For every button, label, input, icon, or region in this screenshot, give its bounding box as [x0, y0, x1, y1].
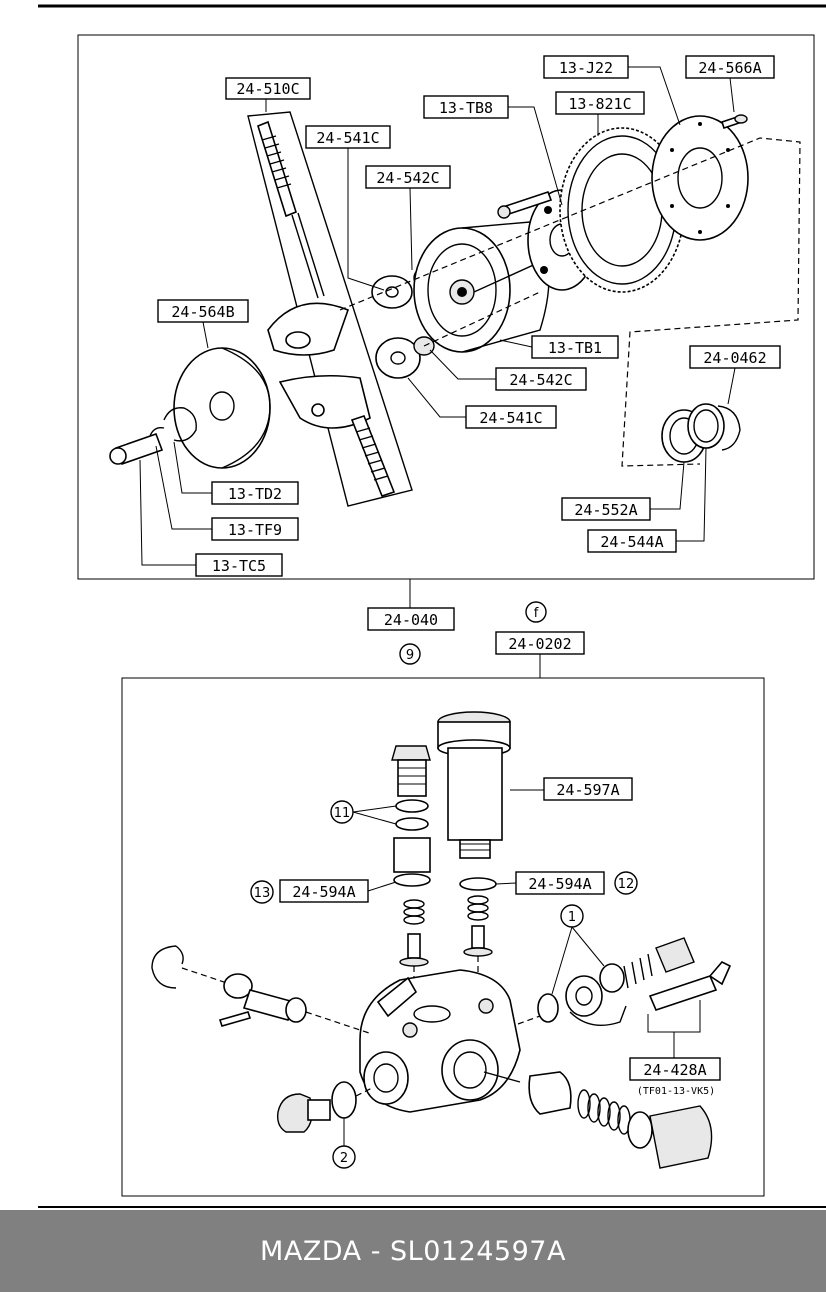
svg-text:13-TF9: 13-TF9: [228, 521, 282, 539]
svg-text:(TF01-13-VK5): (TF01-13-VK5): [637, 1086, 715, 1097]
shaft: [109, 432, 164, 466]
svg-text:9: 9: [406, 648, 414, 663]
svg-text:24-0462: 24-0462: [703, 349, 766, 367]
circlip: [163, 407, 197, 442]
cover-plate: [651, 115, 749, 241]
svg-text:24-541C: 24-541C: [316, 129, 379, 147]
snap-rings: [661, 403, 741, 463]
svg-text:13-TB8: 13-TB8: [439, 99, 493, 117]
svg-text:24-597A: 24-597A: [556, 781, 619, 799]
feed-pump-body: [359, 969, 521, 1113]
weight-disc: [173, 347, 271, 469]
callout-13: 13: [250, 880, 274, 904]
svg-text:24-510C: 24-510C: [236, 80, 299, 98]
label-13-TB1: 13-TB1: [499, 335, 619, 359]
svg-text:13-TD2: 13-TD2: [228, 485, 282, 503]
spring-seat-mid: [375, 337, 421, 379]
callout-f: f: [525, 601, 547, 623]
svg-text:24-552A: 24-552A: [574, 501, 637, 519]
svg-text:13-TB1: 13-TB1: [548, 339, 602, 357]
label-24-597A: 24-597A: [543, 777, 633, 801]
svg-text:24-544A: 24-544A: [600, 533, 663, 551]
label-24-544A: 24-544A: [587, 447, 707, 553]
parts-diagram: 24-510C 24-541C 24-542C 13-TB8 13-J22 13…: [38, 4, 826, 1208]
label-24-541C-top: 24-541C: [305, 125, 391, 291]
callout-12: 12: [614, 871, 638, 895]
label-24-552A: 24-552A: [561, 461, 685, 521]
pump-spring-assembly: [459, 877, 497, 957]
label-24-541C-mid: 24-541C: [407, 377, 557, 429]
svg-text:24-566A: 24-566A: [698, 59, 761, 77]
svg-text:24-040: 24-040: [384, 611, 438, 629]
banjo-assembly: [537, 937, 732, 1026]
label-13-TC5: 13-TC5: [139, 459, 283, 577]
svg-text:11: 11: [334, 806, 351, 821]
left-circlip: [151, 945, 184, 989]
svg-text:13-821C: 13-821C: [568, 95, 631, 113]
svg-text:24-541C: 24-541C: [479, 409, 542, 427]
spring-seat-top: [371, 275, 413, 309]
label-24-428A: 24-428A (TF01-13-VK5): [629, 1000, 721, 1097]
drain-plug: [276, 1081, 357, 1133]
label-13-TD2: 13-TD2: [173, 441, 299, 505]
label-24-542C-top: 24-542C: [365, 165, 451, 271]
callout-9: 9: [399, 643, 421, 665]
svg-text:24-594A: 24-594A: [292, 883, 355, 901]
svg-text:24-594A: 24-594A: [528, 875, 591, 893]
svg-text:24-542C: 24-542C: [376, 169, 439, 187]
label-13-TF9: 13-TF9: [155, 445, 299, 541]
governor-weight-assembly: [247, 111, 413, 507]
label-24-510C: 24-510C: [225, 77, 311, 112]
svg-text:1: 1: [568, 910, 576, 925]
callout-2: 2: [332, 1118, 356, 1169]
label-13-J22: 13-J22: [543, 55, 681, 126]
svg-text:13: 13: [254, 886, 271, 901]
svg-text:13-TC5: 13-TC5: [212, 557, 266, 575]
svg-text:24-564B: 24-564B: [171, 303, 234, 321]
relief-valve: [528, 1071, 713, 1169]
label-24-594A-left: 24-594A: [279, 879, 397, 903]
callout-11: 11: [330, 800, 397, 825]
label-24-594A-right: 24-594A: [495, 871, 605, 895]
svg-text:24-428A: 24-428A: [643, 1061, 706, 1079]
lower-assembly-frame: [121, 677, 765, 1197]
svg-text:2: 2: [340, 1151, 348, 1166]
label-24-040: 24-040: [367, 607, 455, 631]
svg-text:f: f: [534, 606, 539, 621]
footer-part-number: SL0124597A: [390, 1235, 566, 1267]
svg-text:24-542C: 24-542C: [509, 371, 572, 389]
callout-1: 1: [551, 904, 605, 995]
footer-bar: MAZDA - SL0124597A: [0, 1210, 826, 1292]
svg-text:24-0202: 24-0202: [508, 635, 571, 653]
priming-pump: [437, 711, 544, 859]
upper-assembly-frame: [77, 34, 815, 580]
assembly-axis: [339, 137, 801, 467]
valve-rod: [483, 1071, 521, 1083]
footer-separator: -: [361, 1235, 391, 1267]
ring: [149, 426, 165, 437]
svg-text:13-J22: 13-J22: [559, 59, 613, 77]
label-24-0462: 24-0462: [689, 345, 781, 405]
label-13-821C: 13-821C: [555, 91, 645, 136]
footer-brand: MAZDA: [260, 1235, 362, 1267]
label-13-TB8: 13-TB8: [423, 95, 563, 206]
label-24-542C-mid: 24-542C: [429, 349, 587, 391]
footer-caption: MAZDA - SL0124597A: [260, 1236, 566, 1267]
check-valve-sleeve: [218, 973, 307, 1027]
eye-bolt-assembly: [391, 745, 431, 967]
label-24-0202: 24-0202: [495, 631, 585, 678]
label-24-564B: 24-564B: [157, 299, 249, 349]
svg-text:12: 12: [618, 877, 635, 892]
label-24-566A: 24-566A: [685, 55, 775, 113]
